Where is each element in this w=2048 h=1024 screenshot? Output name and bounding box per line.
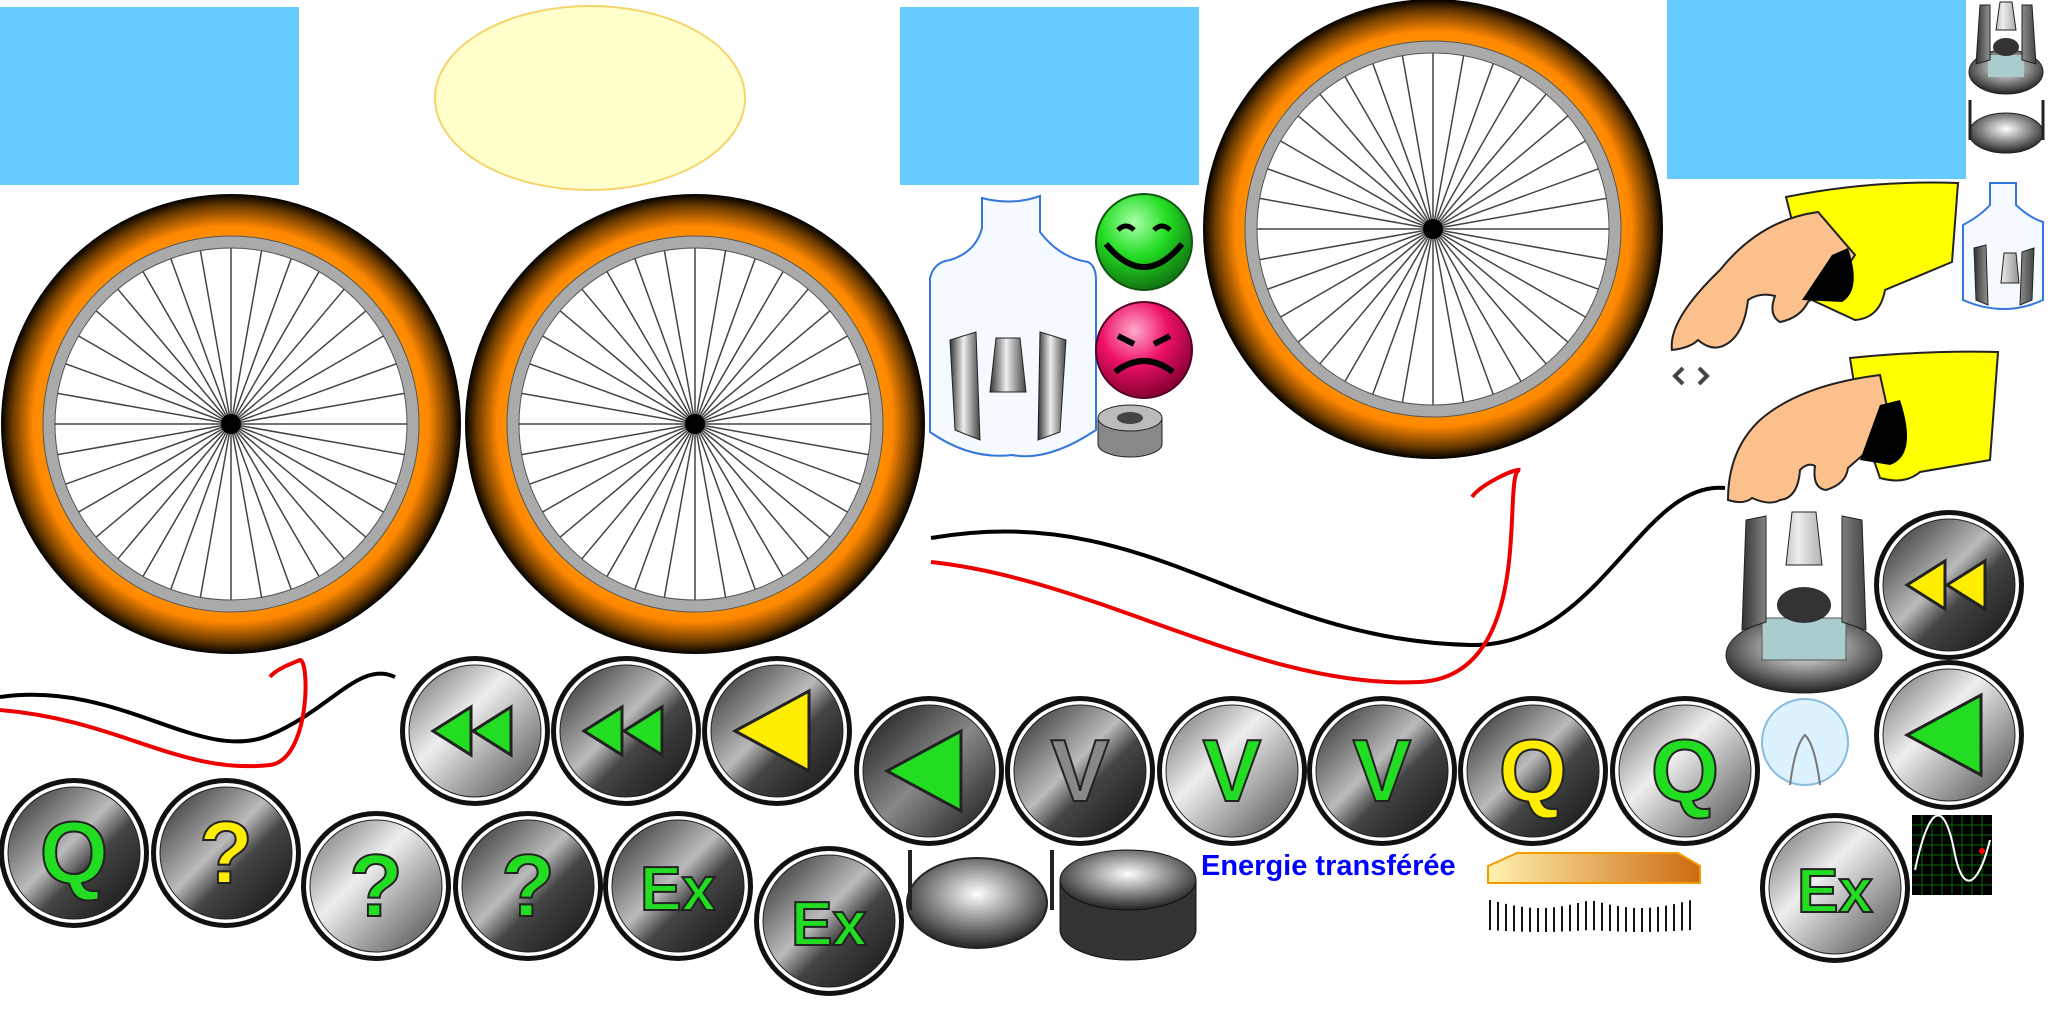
black-wire-small bbox=[0, 671, 396, 744]
button-label: Ex bbox=[1797, 857, 1873, 926]
arrow-left-icon bbox=[1903, 692, 1983, 778]
hand-icon-2 bbox=[1726, 350, 2000, 504]
double-arrow-left-icon bbox=[581, 704, 664, 758]
oscilloscope-icon bbox=[1912, 814, 1992, 895]
button-label: V bbox=[1353, 721, 1412, 820]
button-label: ? bbox=[349, 836, 403, 935]
validate-button-disabled[interactable]: V bbox=[1005, 696, 1155, 846]
button-label: Q bbox=[1651, 721, 1719, 820]
arrow-left-icon bbox=[731, 688, 811, 774]
help-button-light[interactable]: ? bbox=[301, 811, 451, 961]
bicycle-wheel-3 bbox=[1203, 0, 1663, 459]
exercise-button[interactable]: Ex bbox=[603, 811, 753, 961]
magnet-assembly-small-icon bbox=[1968, 1, 2044, 95]
ring-magnet-icon bbox=[1097, 404, 1163, 458]
back-button-light[interactable] bbox=[1874, 660, 2024, 810]
button-label: V bbox=[1051, 721, 1110, 820]
validate-button[interactable]: V bbox=[1307, 696, 1457, 846]
rewind-button[interactable] bbox=[551, 656, 701, 806]
hand-icon-1 bbox=[1670, 181, 1960, 352]
black-wire bbox=[930, 485, 1726, 648]
blue-panel-3 bbox=[1667, 0, 1966, 179]
energy-bar-icon bbox=[1487, 852, 1701, 932]
bicycle-wheel-2 bbox=[465, 194, 925, 654]
wheel-hub-icon bbox=[685, 414, 705, 434]
wheel-hub-icon bbox=[1423, 219, 1443, 239]
blue-panel-1 bbox=[0, 7, 299, 185]
dish-icon bbox=[1968, 100, 2045, 154]
red-wire bbox=[930, 467, 1521, 685]
button-label: ? bbox=[199, 803, 253, 902]
back-button[interactable] bbox=[854, 696, 1004, 846]
help-button[interactable]: ? bbox=[453, 811, 603, 961]
button-label: Ex bbox=[640, 855, 716, 924]
rewind-button-yellow[interactable] bbox=[1874, 510, 2024, 660]
back-button-yellow[interactable] bbox=[702, 656, 852, 806]
double-arrow-left-icon bbox=[1904, 558, 1987, 612]
button-label: ? bbox=[501, 836, 555, 935]
exercise-button-2[interactable]: Ex bbox=[754, 846, 904, 996]
rewind-fast-button[interactable] bbox=[400, 656, 550, 806]
light-bulb-icon bbox=[1761, 698, 1849, 786]
magnet-assembly-icon bbox=[1725, 511, 1883, 694]
dish-large-icon bbox=[906, 850, 1054, 949]
question-button-light[interactable]: Q bbox=[1610, 696, 1760, 846]
help-button-yellow[interactable]: ? bbox=[151, 778, 301, 928]
arrows-left-right-icon bbox=[1672, 366, 1710, 386]
wheel-hub-icon bbox=[221, 414, 241, 434]
happy-face-icon bbox=[1095, 193, 1193, 291]
bottle-icon bbox=[929, 194, 1097, 458]
button-label: V bbox=[1203, 721, 1262, 820]
validate-button-light[interactable]: V bbox=[1157, 696, 1307, 846]
button-label: Ex bbox=[791, 890, 867, 959]
angry-face-icon bbox=[1095, 301, 1193, 399]
red-wire-small bbox=[0, 657, 308, 769]
puck-icon bbox=[1059, 849, 1197, 961]
button-label: Q bbox=[40, 803, 108, 902]
exercise-button-light[interactable]: Ex bbox=[1760, 813, 1910, 963]
button-label: Q bbox=[1499, 721, 1567, 820]
question-button[interactable]: Q bbox=[0, 778, 149, 928]
double-arrow-left-icon bbox=[430, 704, 513, 758]
energy-transferred-label: Energie transférée bbox=[1201, 850, 1456, 882]
blue-panel-2 bbox=[900, 7, 1199, 185]
bicycle-wheel-1 bbox=[1, 194, 461, 654]
bottle-small-icon bbox=[1962, 182, 2044, 310]
arrow-left-icon bbox=[883, 728, 963, 814]
yellow-bubble bbox=[434, 5, 746, 191]
question-button-yellow[interactable]: Q bbox=[1458, 696, 1608, 846]
